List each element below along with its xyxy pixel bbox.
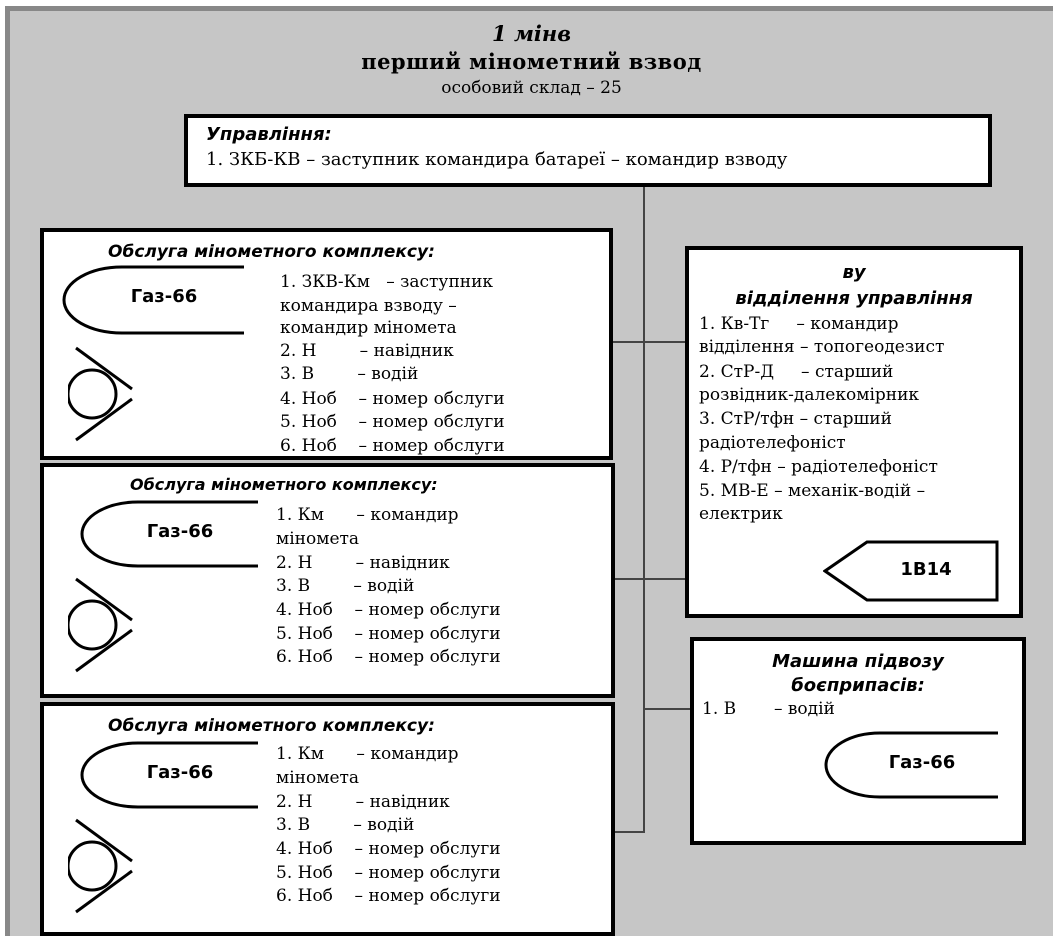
truck-icon: Газ-66 bbox=[80, 741, 260, 809]
trunk-line bbox=[643, 186, 645, 833]
control-line: 2. СтР-Д – старший bbox=[699, 362, 894, 382]
control-line: електрик bbox=[699, 504, 783, 524]
unit-name: перший мінометний взвод bbox=[361, 49, 702, 74]
connector-ammo bbox=[645, 708, 692, 710]
crew-line: командир мінометa bbox=[280, 318, 457, 338]
connector-crew-2 bbox=[615, 578, 685, 580]
personnel-count: особовий склад – 25 bbox=[441, 78, 622, 98]
crew-line: 1. ЗКВ-Км – заступник bbox=[280, 272, 494, 292]
crew-line: 2. Н – навідник bbox=[280, 341, 454, 361]
crew-line: 1. Км – командир bbox=[276, 505, 459, 525]
crew-line: 4. Ноб – номер обслуги bbox=[280, 389, 505, 409]
command-vehicle-label: 1В14 bbox=[900, 559, 952, 580]
control-line: радіотелефоніст bbox=[699, 433, 846, 453]
control-section-title: відділення управління bbox=[735, 288, 973, 309]
vehicle-label: Газ-66 bbox=[146, 762, 214, 783]
crew-title: Обслуга мінометного комплексу: bbox=[108, 716, 435, 736]
crew-line: 5. Ноб – номер обслуги bbox=[276, 863, 501, 883]
truck-icon: Газ-66 bbox=[824, 731, 1000, 799]
control-line: 4. Р/тфн – радіотелефоніст bbox=[699, 457, 938, 477]
vehicle-label: Газ-66 bbox=[146, 521, 214, 542]
ammo-line: 1. В – водій bbox=[702, 699, 835, 719]
crew-line: командира взводу – bbox=[280, 296, 457, 316]
crew-line: 6. Ноб – номер обслуги bbox=[280, 436, 505, 456]
control-line: розвідник-далекомірник bbox=[699, 385, 920, 405]
connector-crew-1 bbox=[588, 341, 688, 343]
mortar-icon bbox=[68, 818, 133, 914]
control-section-abbr: ву bbox=[842, 262, 866, 283]
crew-line: 4. Ноб – номер обслуги bbox=[276, 839, 501, 859]
command-title: Управління: bbox=[206, 124, 332, 145]
crew-line: 5. Ноб – номер обслуги bbox=[280, 412, 505, 432]
crew-box-3: Обслуга мінометного комплексу: Газ-66 1.… bbox=[40, 702, 615, 936]
crew-line: мінометa bbox=[276, 768, 360, 788]
crew-line: 2. Н – навідник bbox=[276, 792, 450, 812]
crew-line: 3. В – водій bbox=[280, 364, 419, 384]
unit-number: 1 мінв bbox=[492, 21, 571, 46]
ammo-title-2: боєприпасів: bbox=[791, 675, 925, 696]
mortar-icon bbox=[68, 346, 133, 442]
crew-line: мінометa bbox=[276, 529, 360, 549]
truck-icon: Газ-66 bbox=[62, 265, 246, 335]
command-vehicle-icon: 1В14 bbox=[823, 540, 999, 602]
vehicle-label: Газ-66 bbox=[888, 752, 956, 773]
ammo-title: Машина підвозу bbox=[772, 651, 944, 672]
crew-title: Обслуга мінометного комплексу: bbox=[130, 475, 438, 494]
diagram-background: 1 мінв перший мінометний взвод особовий … bbox=[5, 6, 1053, 936]
mortar-icon bbox=[68, 577, 133, 673]
control-line: 1. Кв-Тг – командир bbox=[699, 314, 899, 334]
crew-box-2: Обслуга мінометного комплексу: Газ-66 1.… bbox=[40, 463, 615, 698]
crew-line: 3. В – водій bbox=[276, 576, 415, 596]
control-line: відділення – топогеодезист bbox=[699, 337, 945, 357]
command-line: 1. ЗКБ-КВ – заступник командира батареї … bbox=[206, 149, 788, 170]
control-line: 3. СтР/тфн – старший bbox=[699, 409, 892, 429]
connector-crew-3 bbox=[615, 831, 645, 833]
crew-line: 1. Км – командир bbox=[276, 744, 459, 764]
command-box: Управління: 1. ЗКБ-КВ – заступник команд… bbox=[184, 114, 992, 187]
crew-line: 6. Ноб – номер обслуги bbox=[276, 647, 501, 667]
control-section-box: ву відділення управління 1. Кв-Тг – кома… bbox=[685, 246, 1023, 618]
crew-line: 3. В – водій bbox=[276, 815, 415, 835]
crew-line: 6. Ноб – номер обслуги bbox=[276, 886, 501, 906]
truck-icon: Газ-66 bbox=[80, 500, 260, 568]
crew-line: 2. Н – навідник bbox=[276, 553, 450, 573]
control-line: 5. МВ-Е – механік-водій – bbox=[699, 481, 926, 501]
ammo-vehicle-box: Машина підвозу боєприпасів: 1. В – водій… bbox=[690, 637, 1026, 845]
vehicle-label: Газ-66 bbox=[130, 286, 198, 307]
crew-title: Обслуга мінометного комплексу: bbox=[108, 242, 435, 262]
crew-line: 5. Ноб – номер обслуги bbox=[276, 624, 501, 644]
crew-box-1: Обслуга мінометного комплексу: Газ-66 1.… bbox=[40, 228, 613, 460]
crew-line: 4. Ноб – номер обслуги bbox=[276, 600, 501, 620]
